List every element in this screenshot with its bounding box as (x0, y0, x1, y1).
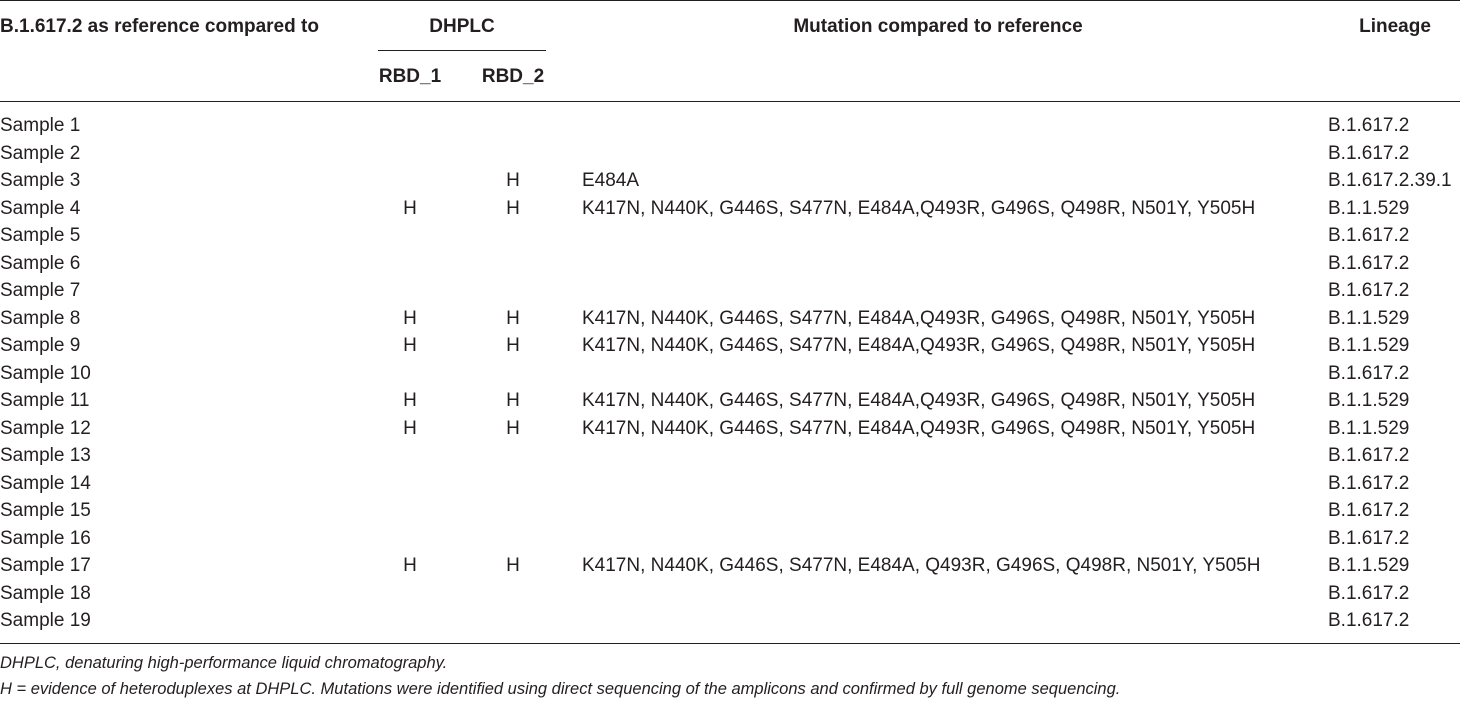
table-row: Sample 16 B.1.617.2 (0, 526, 1460, 553)
table-row: Sample 15 B.1.617.2 (0, 498, 1460, 525)
rbd1-cell: H (403, 555, 417, 576)
header-rbd1: RBD_1 (378, 66, 442, 87)
sample-cell: Sample 14 (0, 472, 91, 494)
lineage-cell: B.1.1.529 (1328, 390, 1410, 411)
lineage-cell: B.1.617.2 (1328, 252, 1410, 274)
rbd2-cell: H (506, 555, 520, 576)
rbd2-cell: H (506, 307, 520, 329)
rbd1-cell: H (403, 390, 417, 411)
table-row: Sample 1 B.1.617.2 (0, 113, 1460, 140)
header-rbd2: RBD_2 (481, 66, 545, 87)
mutation-cell: K417N, N440K, G446S, S477N, E484A,Q493R,… (582, 335, 1256, 356)
table-row: Sample 18 B.1.617.2 (0, 581, 1460, 608)
mutation-cell: K417N, N440K, G446S, S477N, E484A, Q493R… (582, 555, 1261, 576)
sample-cell: Sample 5 (0, 225, 81, 246)
table-row: Sample 3 H E484A B.1.617.2.39.1 (0, 168, 1460, 195)
footnote-1: DHPLC, denaturing high-performance liqui… (0, 654, 448, 672)
sample-cell: Sample 16 (0, 527, 91, 549)
rbd2-cell: H (506, 170, 520, 191)
rbd1-cell: H (403, 417, 417, 439)
sample-cell: Sample 12 (0, 417, 91, 439)
lineage-cell: B.1.617.2 (1328, 142, 1410, 164)
table-row: Sample 4 H H K417N, N440K, G446S, S477N, E4… (0, 196, 1460, 223)
table-row: Sample 17 H H K417N, N440K, G446S, S477N, E… (0, 553, 1460, 580)
table-row: Sample 14 B.1.617.2 (0, 471, 1460, 498)
table-row: Sample 5 B.1.617.2 (0, 223, 1460, 250)
lineage-cell: B.1.617.2 (1328, 527, 1410, 549)
rbd2-cell: H (506, 390, 520, 411)
lineage-cell: B.1.617.2.39.1 (1328, 170, 1452, 191)
sample-cell: Sample 17 (0, 555, 91, 576)
rbd1-cell: H (403, 307, 417, 329)
lineage-cell: B.1.617.2 (1328, 610, 1410, 631)
rbd2-cell: H (506, 417, 520, 439)
lineage-cell: B.1.617.2 (1328, 582, 1410, 604)
mutation-cell: E484A (582, 170, 640, 191)
rbd2-cell: H (506, 197, 520, 219)
header-dhplc: DHPLC (429, 16, 495, 37)
lineage-cell: B.1.1.529 (1328, 555, 1410, 576)
table-row: Sample 6 B.1.617.2 (0, 251, 1460, 278)
table-row: Sample 7 B.1.617.2 (0, 278, 1460, 305)
footnote-2: H = evidence of heteroduplexes at DHPLC.… (0, 680, 1121, 698)
sample-cell: Sample 1 (0, 115, 81, 136)
table-row: Sample 12 H H K417N, N440K, G446S, S477N, E… (0, 416, 1460, 443)
table-row: Sample 11 H H K417N, N440K, G446S, S477N, E… (0, 388, 1460, 415)
sample-cell: Sample 3 (0, 170, 81, 191)
sample-cell: Sample 7 (0, 280, 81, 301)
sample-cell: Sample 10 (0, 362, 91, 384)
sample-cell: Sample 4 (0, 197, 81, 219)
lineage-cell: B.1.1.529 (1328, 417, 1410, 439)
sample-cell: Sample 6 (0, 252, 81, 274)
lineage-cell: B.1.1.529 (1328, 335, 1410, 356)
sample-cell: Sample 11 (0, 390, 90, 411)
lineage-cell: B.1.617.2 (1328, 225, 1410, 246)
header-reference: B.1.617.2 as reference compared to (0, 16, 319, 37)
dhplc-underline (378, 50, 546, 51)
mutation-cell: K417N, N440K, G446S, S477N, E484A,Q493R,… (582, 390, 1256, 411)
table-row: Sample 9 H H K417N, N440K, G446S, S477N, E4… (0, 333, 1460, 360)
lineage-cell: B.1.617.2 (1328, 280, 1410, 301)
lineage-cell: B.1.617.2 (1328, 472, 1410, 494)
sample-cell: Sample 19 (0, 610, 91, 631)
lineage-cell: B.1.617.2 (1328, 445, 1410, 466)
lineage-cell: B.1.617.2 (1328, 115, 1410, 136)
rbd1-cell: H (403, 335, 417, 356)
top-rule (0, 0, 1460, 1)
mutation-cell: K417N, N440K, G446S, S477N, E484A,Q493R,… (582, 417, 1256, 439)
bottom-rule (0, 643, 1460, 644)
lineage-cell: B.1.1.529 (1328, 307, 1410, 329)
table-row: Sample 8 H H K417N, N440K, G446S, S477N, E4… (0, 306, 1460, 333)
sample-cell: Sample 9 (0, 335, 81, 356)
sample-cell: Sample 2 (0, 142, 81, 164)
table-row: Sample 10 B.1.617.2 (0, 361, 1460, 388)
sample-cell: Sample 18 (0, 582, 91, 604)
header-mutation: Mutation compared to reference (793, 16, 1083, 37)
lineage-cell: B.1.617.2 (1328, 362, 1410, 384)
sample-cell: Sample 13 (0, 445, 91, 466)
header-lineage: Lineage (1359, 16, 1431, 37)
header-rule (0, 101, 1460, 102)
table-row: Sample 13 B.1.617.2 (0, 443, 1460, 470)
lineage-cell: B.1.617.2 (1328, 500, 1410, 521)
sample-cell: Sample 15 (0, 500, 91, 521)
sample-cell: Sample 8 (0, 307, 81, 329)
table-row: Sample 2 B.1.617.2 (0, 141, 1460, 168)
lineage-cell: B.1.1.529 (1328, 197, 1410, 219)
table-row: Sample 19 B.1.617.2 (0, 608, 1460, 635)
mutation-cell: K417N, N440K, G446S, S477N, E484A,Q493R,… (582, 307, 1256, 329)
rbd1-cell: H (403, 197, 417, 219)
mutation-cell: K417N, N440K, G446S, S477N, E484A,Q493R,… (582, 197, 1256, 219)
rbd2-cell: H (506, 335, 520, 356)
